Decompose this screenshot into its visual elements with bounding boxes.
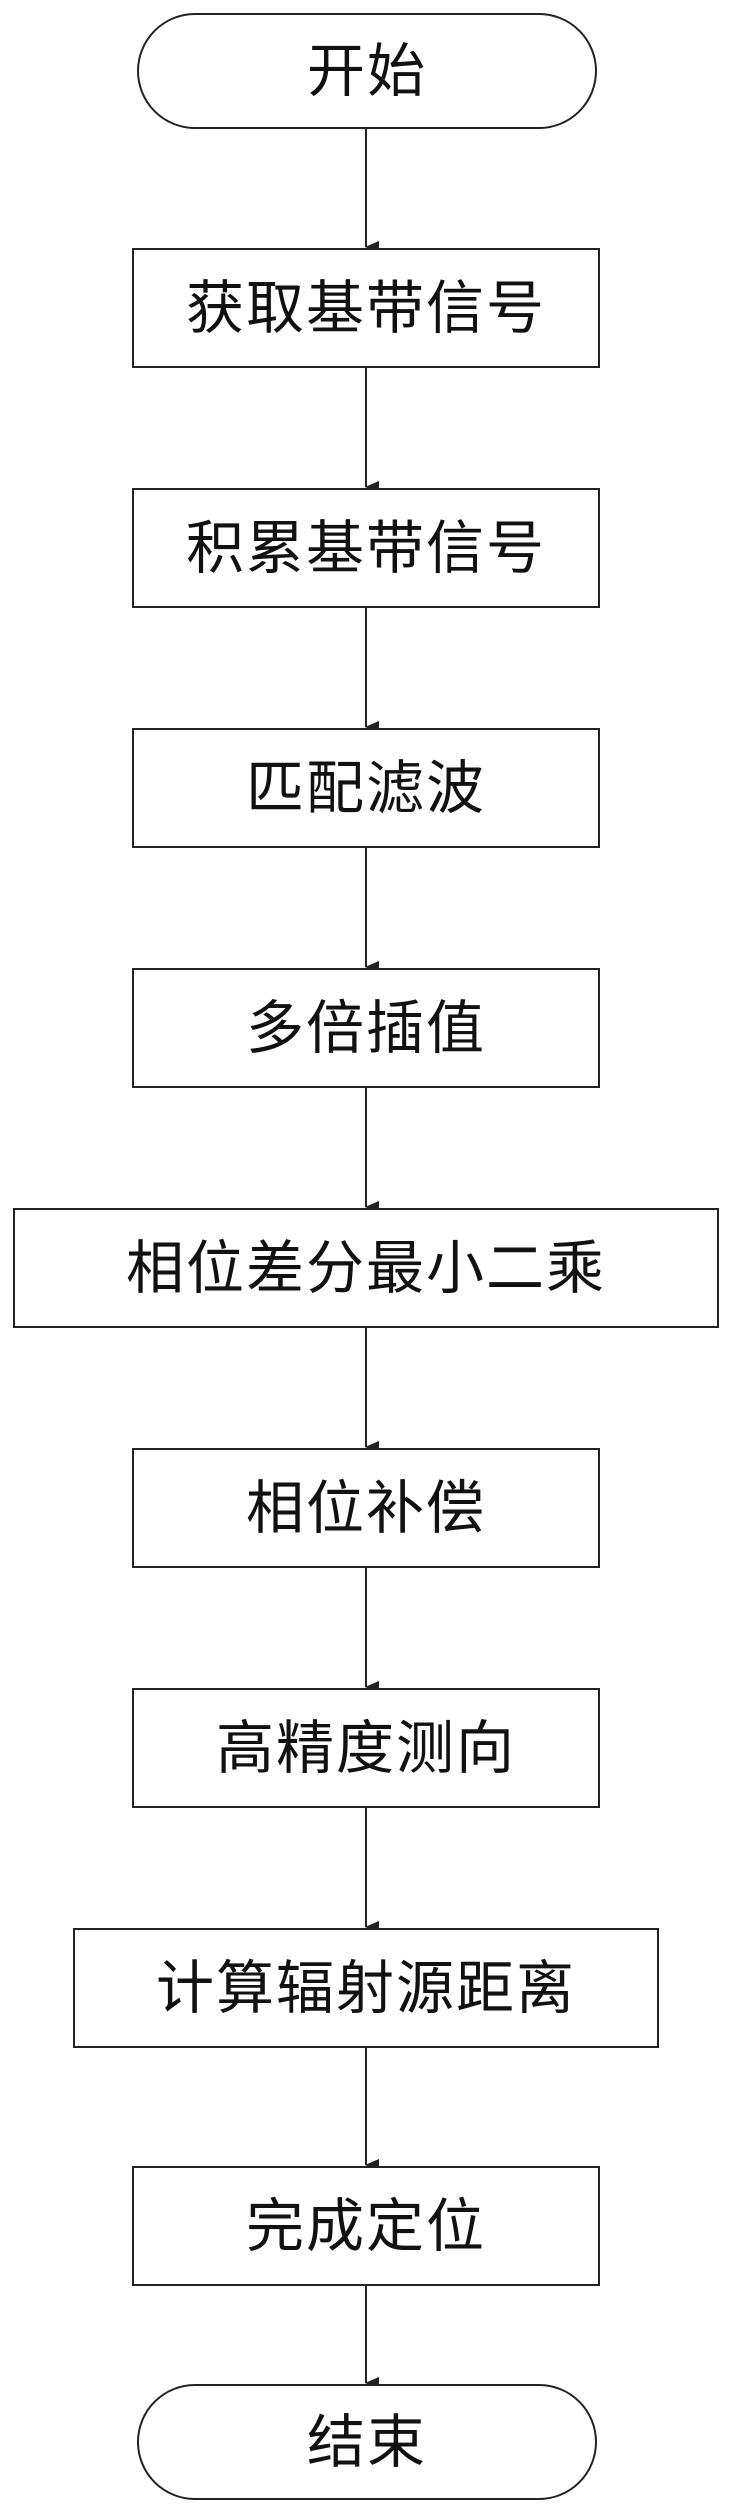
step-complete-positioning: 完成定位 xyxy=(132,2166,600,2286)
end-terminal: 结束 xyxy=(137,2384,597,2500)
step-label: 多倍插值 xyxy=(245,994,486,1062)
step-high-precision-direction-finding: 高精度测向 xyxy=(132,1688,600,1808)
step-label: 计算辐射源距离 xyxy=(155,1954,576,2022)
step-label: 匹配滤波 xyxy=(245,754,486,822)
step-get-baseband-signal: 获取基带信号 xyxy=(132,248,600,368)
end-label: 结束 xyxy=(306,2408,427,2476)
step-accumulate-baseband-signal: 积累基带信号 xyxy=(132,488,600,608)
start-terminal: 开始 xyxy=(137,13,597,129)
step-phase-difference-least-squares: 相位差分最小二乘 xyxy=(13,1208,719,1328)
step-label: 完成定位 xyxy=(245,2192,486,2260)
step-label: 积累基带信号 xyxy=(185,514,546,582)
step-matched-filtering: 匹配滤波 xyxy=(132,728,600,848)
step-label: 获取基带信号 xyxy=(185,274,546,342)
step-phase-compensation: 相位补偿 xyxy=(132,1448,600,1568)
step-label: 相位补偿 xyxy=(245,1474,486,1542)
start-label: 开始 xyxy=(306,37,427,105)
step-label: 相位差分最小二乘 xyxy=(125,1234,606,1302)
step-compute-emitter-distance: 计算辐射源距离 xyxy=(73,1928,659,2048)
step-multiple-interpolation: 多倍插值 xyxy=(132,968,600,1088)
step-label: 高精度测向 xyxy=(215,1714,516,1782)
